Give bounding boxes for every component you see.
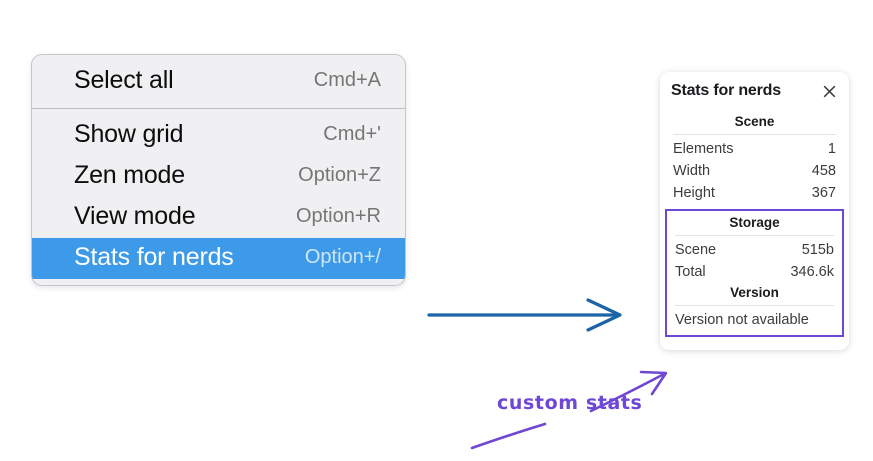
version-not-available-text: Version not available (675, 312, 809, 328)
stat-row: Elements 1 (671, 138, 838, 160)
menu-item-zen-mode[interactable]: Zen mode Option+Z (32, 156, 405, 197)
section-storage: Storage Scene 515b Total 346.6k (673, 213, 836, 283)
menu-item-shortcut: Option+/ (304, 246, 381, 268)
menu-item-shortcut: Option+Z (298, 164, 381, 186)
custom-stats-highlight-box: Storage Scene 515b Total 346.6k Version … (665, 209, 844, 337)
divider (675, 235, 834, 236)
menu-item-shortcut: Cmd+' (323, 123, 381, 145)
section-scene: Scene Elements 1 Width 458 Height 367 (671, 112, 838, 204)
stat-key: Height (673, 185, 715, 201)
stat-row: Height 367 (671, 182, 838, 204)
menu-item-label: Zen mode (74, 161, 185, 189)
stat-value: 1 (827, 141, 836, 157)
menu-item-label: Stats for nerds (74, 243, 234, 271)
section-heading: Version (730, 285, 779, 300)
stat-key: Width (673, 163, 711, 179)
stat-key: Scene (675, 242, 717, 258)
menu-item-shortcut: Option+R (295, 205, 381, 227)
stat-key: Total (675, 264, 706, 280)
page-title: Stats for nerds (671, 82, 781, 99)
menu-item-shortcut: Cmd+A (313, 69, 381, 91)
section-version: Version Version not available (673, 283, 836, 331)
menu-group-2: Show grid Cmd+' Zen mode Option+Z View m… (32, 108, 405, 285)
blue-arrow (427, 298, 622, 332)
context-menu[interactable]: Select all Cmd+A Show grid Cmd+' Zen mod… (31, 54, 406, 286)
stat-key: Elements (673, 141, 734, 157)
close-icon[interactable] (821, 83, 838, 100)
divider (673, 134, 836, 135)
stats-for-nerds-panel: Stats for nerds Scene Elements 1 Width 4… (660, 72, 849, 350)
menu-item-label: Show grid (74, 120, 184, 148)
section-heading: Storage (729, 215, 780, 230)
stat-value: 458 (811, 163, 836, 179)
stat-value: 346.6k (790, 264, 834, 280)
stat-row: Scene 515b (673, 239, 836, 261)
stat-row: Total 346.6k (673, 261, 836, 283)
stat-value: 515b (801, 242, 834, 258)
divider (675, 305, 834, 306)
stat-row: Width 458 (671, 160, 838, 182)
menu-item-select-all[interactable]: Select all Cmd+A (32, 61, 405, 102)
menu-item-show-grid[interactable]: Show grid Cmd+' (32, 115, 405, 156)
custom-stats-annotation-label: custom stats (497, 392, 643, 414)
menu-item-stats-for-nerds[interactable]: Stats for nerds Option+/ (32, 238, 405, 279)
menu-item-label: View mode (74, 202, 196, 230)
menu-item-view-mode[interactable]: View mode Option+R (32, 197, 405, 238)
purple-underline-stroke (470, 422, 547, 450)
menu-group-1: Select all Cmd+A (32, 55, 405, 108)
panel-header: Stats for nerds (671, 82, 838, 100)
section-heading: Scene (734, 114, 775, 129)
stat-value: 367 (811, 185, 836, 201)
menu-item-label: Select all (74, 66, 174, 94)
